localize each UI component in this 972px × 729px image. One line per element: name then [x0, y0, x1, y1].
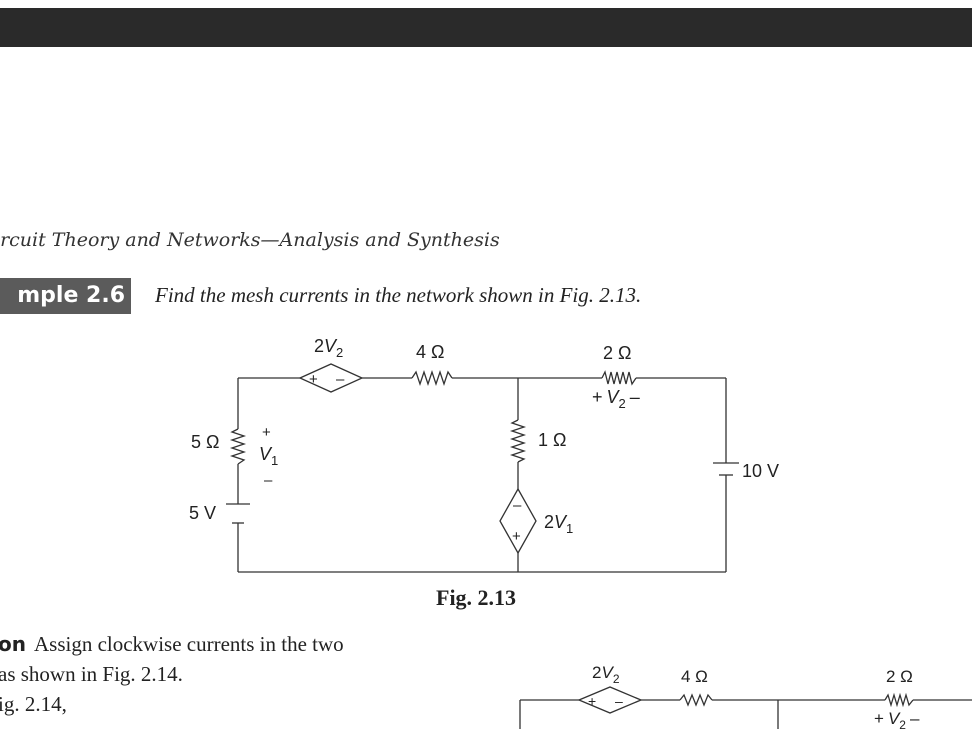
svg-text:+: + [588, 693, 596, 709]
diamond-minus-sign: – [336, 371, 345, 388]
v1-minus: – [264, 472, 273, 489]
resistor-1-ohm [509, 419, 527, 463]
circuit-wires [237, 377, 727, 573]
diamond-plus-sign: + [309, 371, 318, 388]
solution-line-2: as shown in Fig. 2.14. [0, 662, 183, 686]
solution-line-1: on Assign clockwise currents in the two [0, 632, 344, 657]
circuit-figure-2-14-partial: + – [519, 686, 972, 729]
top-banner [0, 8, 972, 47]
fig2-r2-label: 2 Ω [886, 667, 913, 686]
battery-5v [226, 503, 250, 524]
src10-label: 10 V [742, 461, 779, 481]
v1-label: V1 [259, 444, 278, 468]
solution-text-1: Assign clockwise currents in the two [33, 632, 344, 656]
fig2-dep-src-label: 2V2 [592, 663, 620, 686]
example-label: mple 2.6 [17, 283, 125, 308]
resistor-4-ohm [411, 369, 453, 387]
resistor-2-ohm [601, 370, 637, 386]
src5-label: 5 V [189, 503, 216, 523]
diamond-mid-minus: – [513, 497, 522, 514]
dep-src-mid-label: 2V1 [544, 512, 573, 536]
r4-label: 4 Ω [416, 342, 444, 362]
r1-label: 1 Ω [538, 430, 566, 450]
r5-label: 5 Ω [191, 432, 219, 452]
running-head: ircuit Theory and Networks—Analysis and … [0, 229, 500, 251]
resistor-5-ohm [229, 428, 247, 465]
fig2-v2-polarity-label: +V2– [874, 709, 920, 729]
example-problem-text: Find the mesh currents in the network sh… [155, 283, 642, 307]
example-badge: mple 2.6 [0, 278, 131, 314]
dependent-voltage-source-2v2: + – [298, 363, 364, 393]
dependent-voltage-source-2v1: – + [499, 487, 537, 555]
battery-10v [713, 462, 739, 476]
solution-line-3: ig. 2.14, [0, 692, 67, 716]
solution-keyword: on [0, 632, 26, 656]
svg-text:–: – [615, 693, 623, 709]
v2-polarity-label: +V2– [592, 387, 640, 411]
r2-label: 2 Ω [603, 343, 631, 363]
diamond-mid-plus: + [512, 528, 521, 545]
dep-src-top-label: 2V2 [314, 336, 343, 360]
v1-plus: + [262, 424, 271, 441]
fig2-r4-label: 4 Ω [681, 667, 708, 686]
figure-caption: Fig. 2.13 [436, 585, 517, 610]
